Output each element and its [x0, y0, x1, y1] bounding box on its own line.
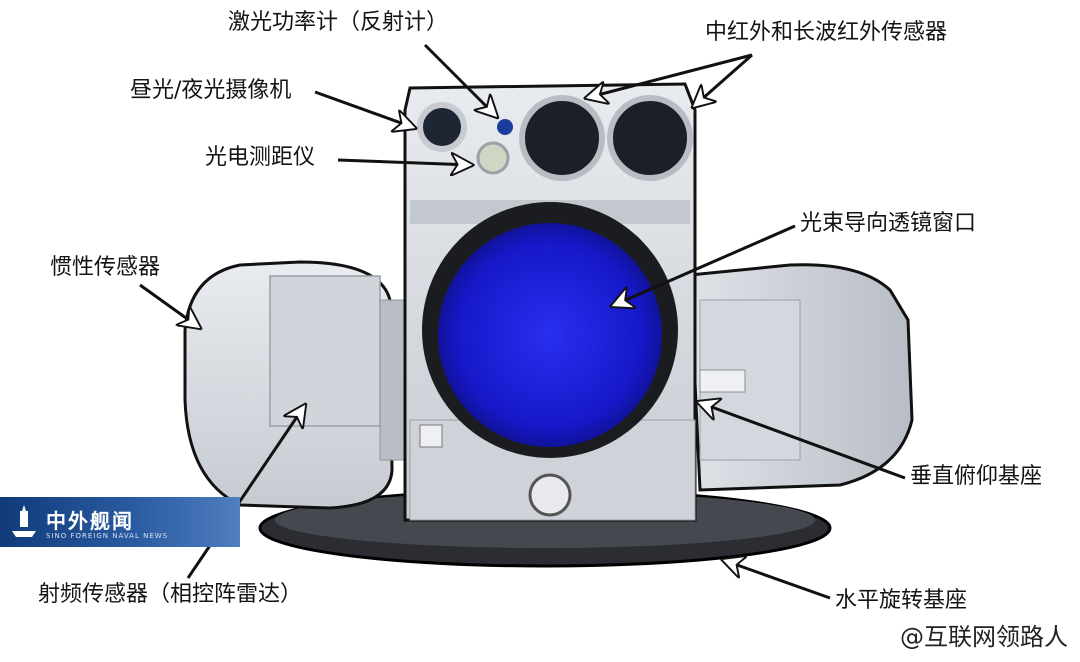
ship-icon [12, 505, 36, 537]
right-pod [688, 263, 914, 492]
label-ir-sensors: 中红外和长波红外传感器 [705, 20, 948, 45]
arrow-rf-sensor [186, 405, 305, 579]
arrow-laser-power-meter [423, 43, 497, 117]
logo-subtitle: SINO FOREIGN NAVAL NEWS [46, 532, 169, 540]
laser-power-meter-lens [497, 119, 513, 135]
label-day-night-camera: 昼光/夜光摄像机 [130, 78, 292, 103]
arrow-inertial [139, 283, 200, 328]
beam-director-lens [438, 223, 662, 447]
annotation-arrows [139, 43, 906, 600]
arrow-ir-mwir [586, 53, 753, 98]
rangefinder-lens [476, 141, 510, 175]
arrow-ir-lwir [693, 53, 753, 107]
arrow-beam-window [612, 224, 796, 306]
arrow-camera [314, 90, 415, 128]
arrow-elevation [698, 402, 906, 480]
label-inertial-sensor: 惯性传感器 [50, 255, 161, 280]
label-beam-director-window: 光束导向透镜窗口 [800, 211, 977, 236]
sensor-windows [417, 95, 693, 181]
arrow-azimuth [723, 560, 831, 600]
beam-director [422, 202, 678, 458]
label-elevation-mount: 垂直俯仰基座 [910, 464, 1043, 489]
lwir-sensor-window [607, 95, 693, 181]
brand-logo [0, 497, 240, 547]
logo-title: 中外舰闻 [46, 509, 134, 533]
mwir-sensor-window [519, 95, 605, 181]
day-night-camera-lens [417, 102, 467, 152]
label-rangefinder: 光电测距仪 [205, 145, 316, 170]
arrow-rangefinder [337, 160, 472, 165]
left-pod [183, 260, 411, 510]
label-laser-power-meter: 激光功率计（反射计） [228, 10, 449, 35]
label-rf-sensor: 射频传感器（相控阵雷达） [38, 582, 303, 607]
watermark-text: @互联网领路人 [900, 623, 1068, 651]
label-azimuth-mount: 水平旋转基座 [835, 588, 968, 613]
